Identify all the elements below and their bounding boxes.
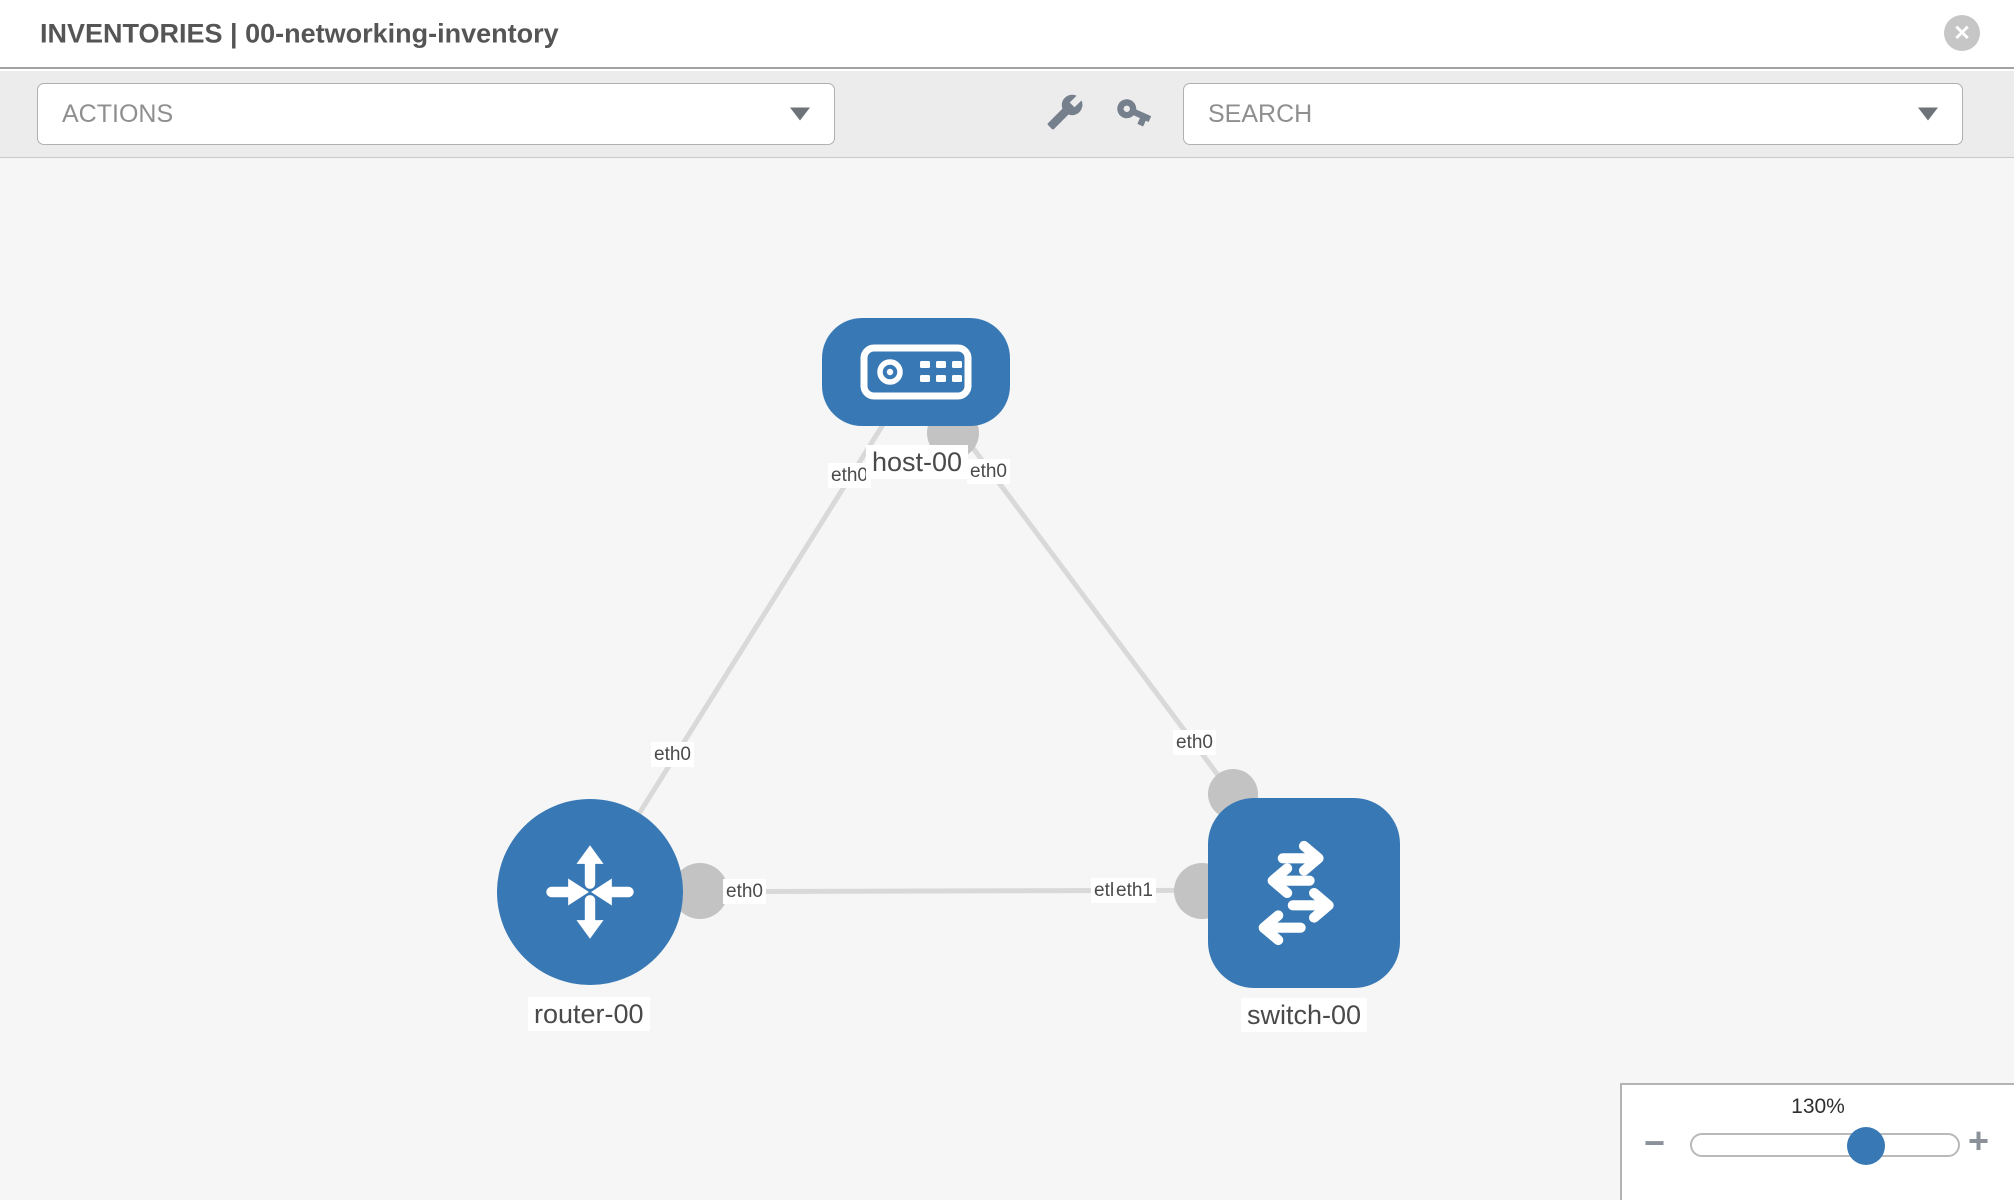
interface-label: eth0	[828, 463, 871, 488]
titlebar: INVENTORIES | 00-networking-inventory ✕	[0, 0, 2014, 69]
caret-down-icon	[1918, 107, 1938, 121]
topology-graph	[587, 370, 1307, 919]
search-dropdown[interactable]: SEARCH	[1183, 83, 1963, 145]
close-button[interactable]: ✕	[1944, 15, 1980, 51]
caret-down-icon	[790, 107, 810, 121]
node-label: switch-00	[1241, 998, 1368, 1032]
network-link-host-router	[587, 370, 919, 894]
switch-icon	[1258, 840, 1334, 946]
interface-label: eth0	[1173, 730, 1216, 755]
close-icon: ✕	[1953, 21, 1971, 45]
interface-label: eth0	[651, 742, 694, 767]
credentials-button[interactable]	[1115, 93, 1153, 131]
node-label: host-00	[866, 445, 969, 479]
host-icon	[860, 344, 972, 400]
plus-icon: +	[1968, 1120, 1990, 1161]
interface-label: eth1	[1113, 878, 1156, 903]
zoom-slider[interactable]	[1690, 1127, 1960, 1165]
zoom-in-button[interactable]: +	[1968, 1123, 1989, 1159]
configure-button[interactable]	[1046, 93, 1084, 131]
actions-dropdown[interactable]: ACTIONS	[37, 83, 835, 145]
zoom-panel: 130% − +	[1620, 1083, 2014, 1200]
node-host-00[interactable]	[822, 318, 1010, 426]
zoom-out-button[interactable]: −	[1644, 1125, 1665, 1161]
node-router-00[interactable]	[497, 799, 683, 985]
minus-icon: −	[1644, 1122, 1666, 1163]
interface-label: eth0	[723, 879, 766, 904]
interface-label: eth0	[967, 459, 1010, 484]
interface-dot[interactable]	[672, 863, 728, 919]
key-icon	[1117, 99, 1152, 127]
zoom-level-label: 130%	[1791, 1095, 1845, 1118]
topology-canvas[interactable]: eth0 eth0 eth0 eth0 eth0 eth0 eth1 host-…	[0, 158, 2014, 1200]
router-icon	[546, 845, 634, 939]
toolbar: ACTIONS SEARCH	[0, 71, 2014, 158]
search-dropdown-label: SEARCH	[1208, 99, 1313, 128]
page-title: INVENTORIES | 00-networking-inventory	[40, 18, 559, 48]
actions-dropdown-label: ACTIONS	[62, 99, 174, 128]
wrench-icon	[1047, 94, 1083, 130]
zoom-slider-thumb[interactable]	[1847, 1127, 1885, 1165]
node-label: router-00	[528, 997, 650, 1031]
node-switch-00[interactable]	[1208, 798, 1400, 988]
